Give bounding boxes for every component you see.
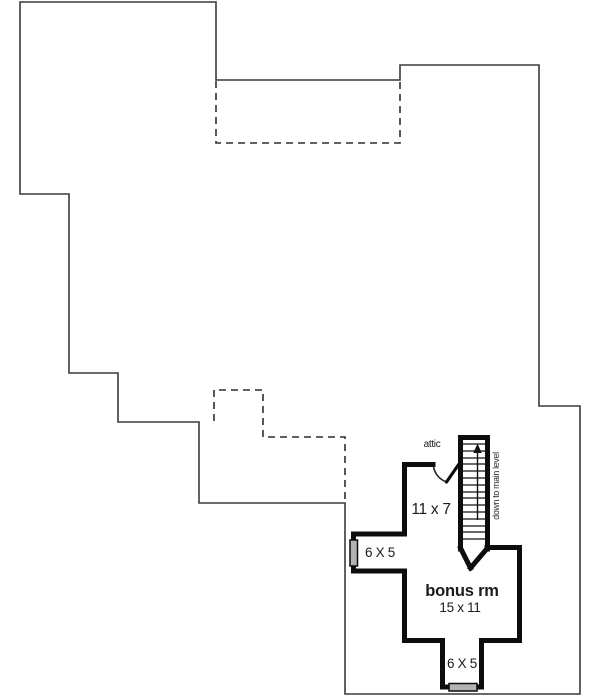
closet-bottom-dimension-label: 6 X 5 (447, 656, 477, 671)
stair-funnel-walls (457, 544, 492, 572)
stair-note-label: down to main level (491, 452, 501, 520)
attic-door (432, 462, 461, 484)
window-icon (349, 539, 359, 567)
window-icon (448, 682, 478, 692)
bonus-room-name-label: bonus rm (425, 582, 499, 600)
stair-walls (458, 435, 490, 552)
stair-direction-arrow-icon (473, 443, 482, 520)
hall-dimension-label: 11 x 7 (411, 501, 450, 518)
bonus-room-walls (351, 462, 522, 690)
staircase (457, 435, 492, 572)
roof-dashed-middle (213, 389, 346, 501)
floor-outline (19, 1, 581, 695)
door-leaf-icon (444, 462, 461, 484)
attic-label: attic (424, 439, 441, 450)
door-swing-icon (432, 466, 447, 483)
bonus-room-dimension-label: 15 x 11 (439, 600, 480, 615)
roof-dashed-upper (215, 81, 401, 144)
closet-left-dimension-label: 6 X 5 (365, 545, 395, 560)
stair-treads (461, 443, 486, 540)
